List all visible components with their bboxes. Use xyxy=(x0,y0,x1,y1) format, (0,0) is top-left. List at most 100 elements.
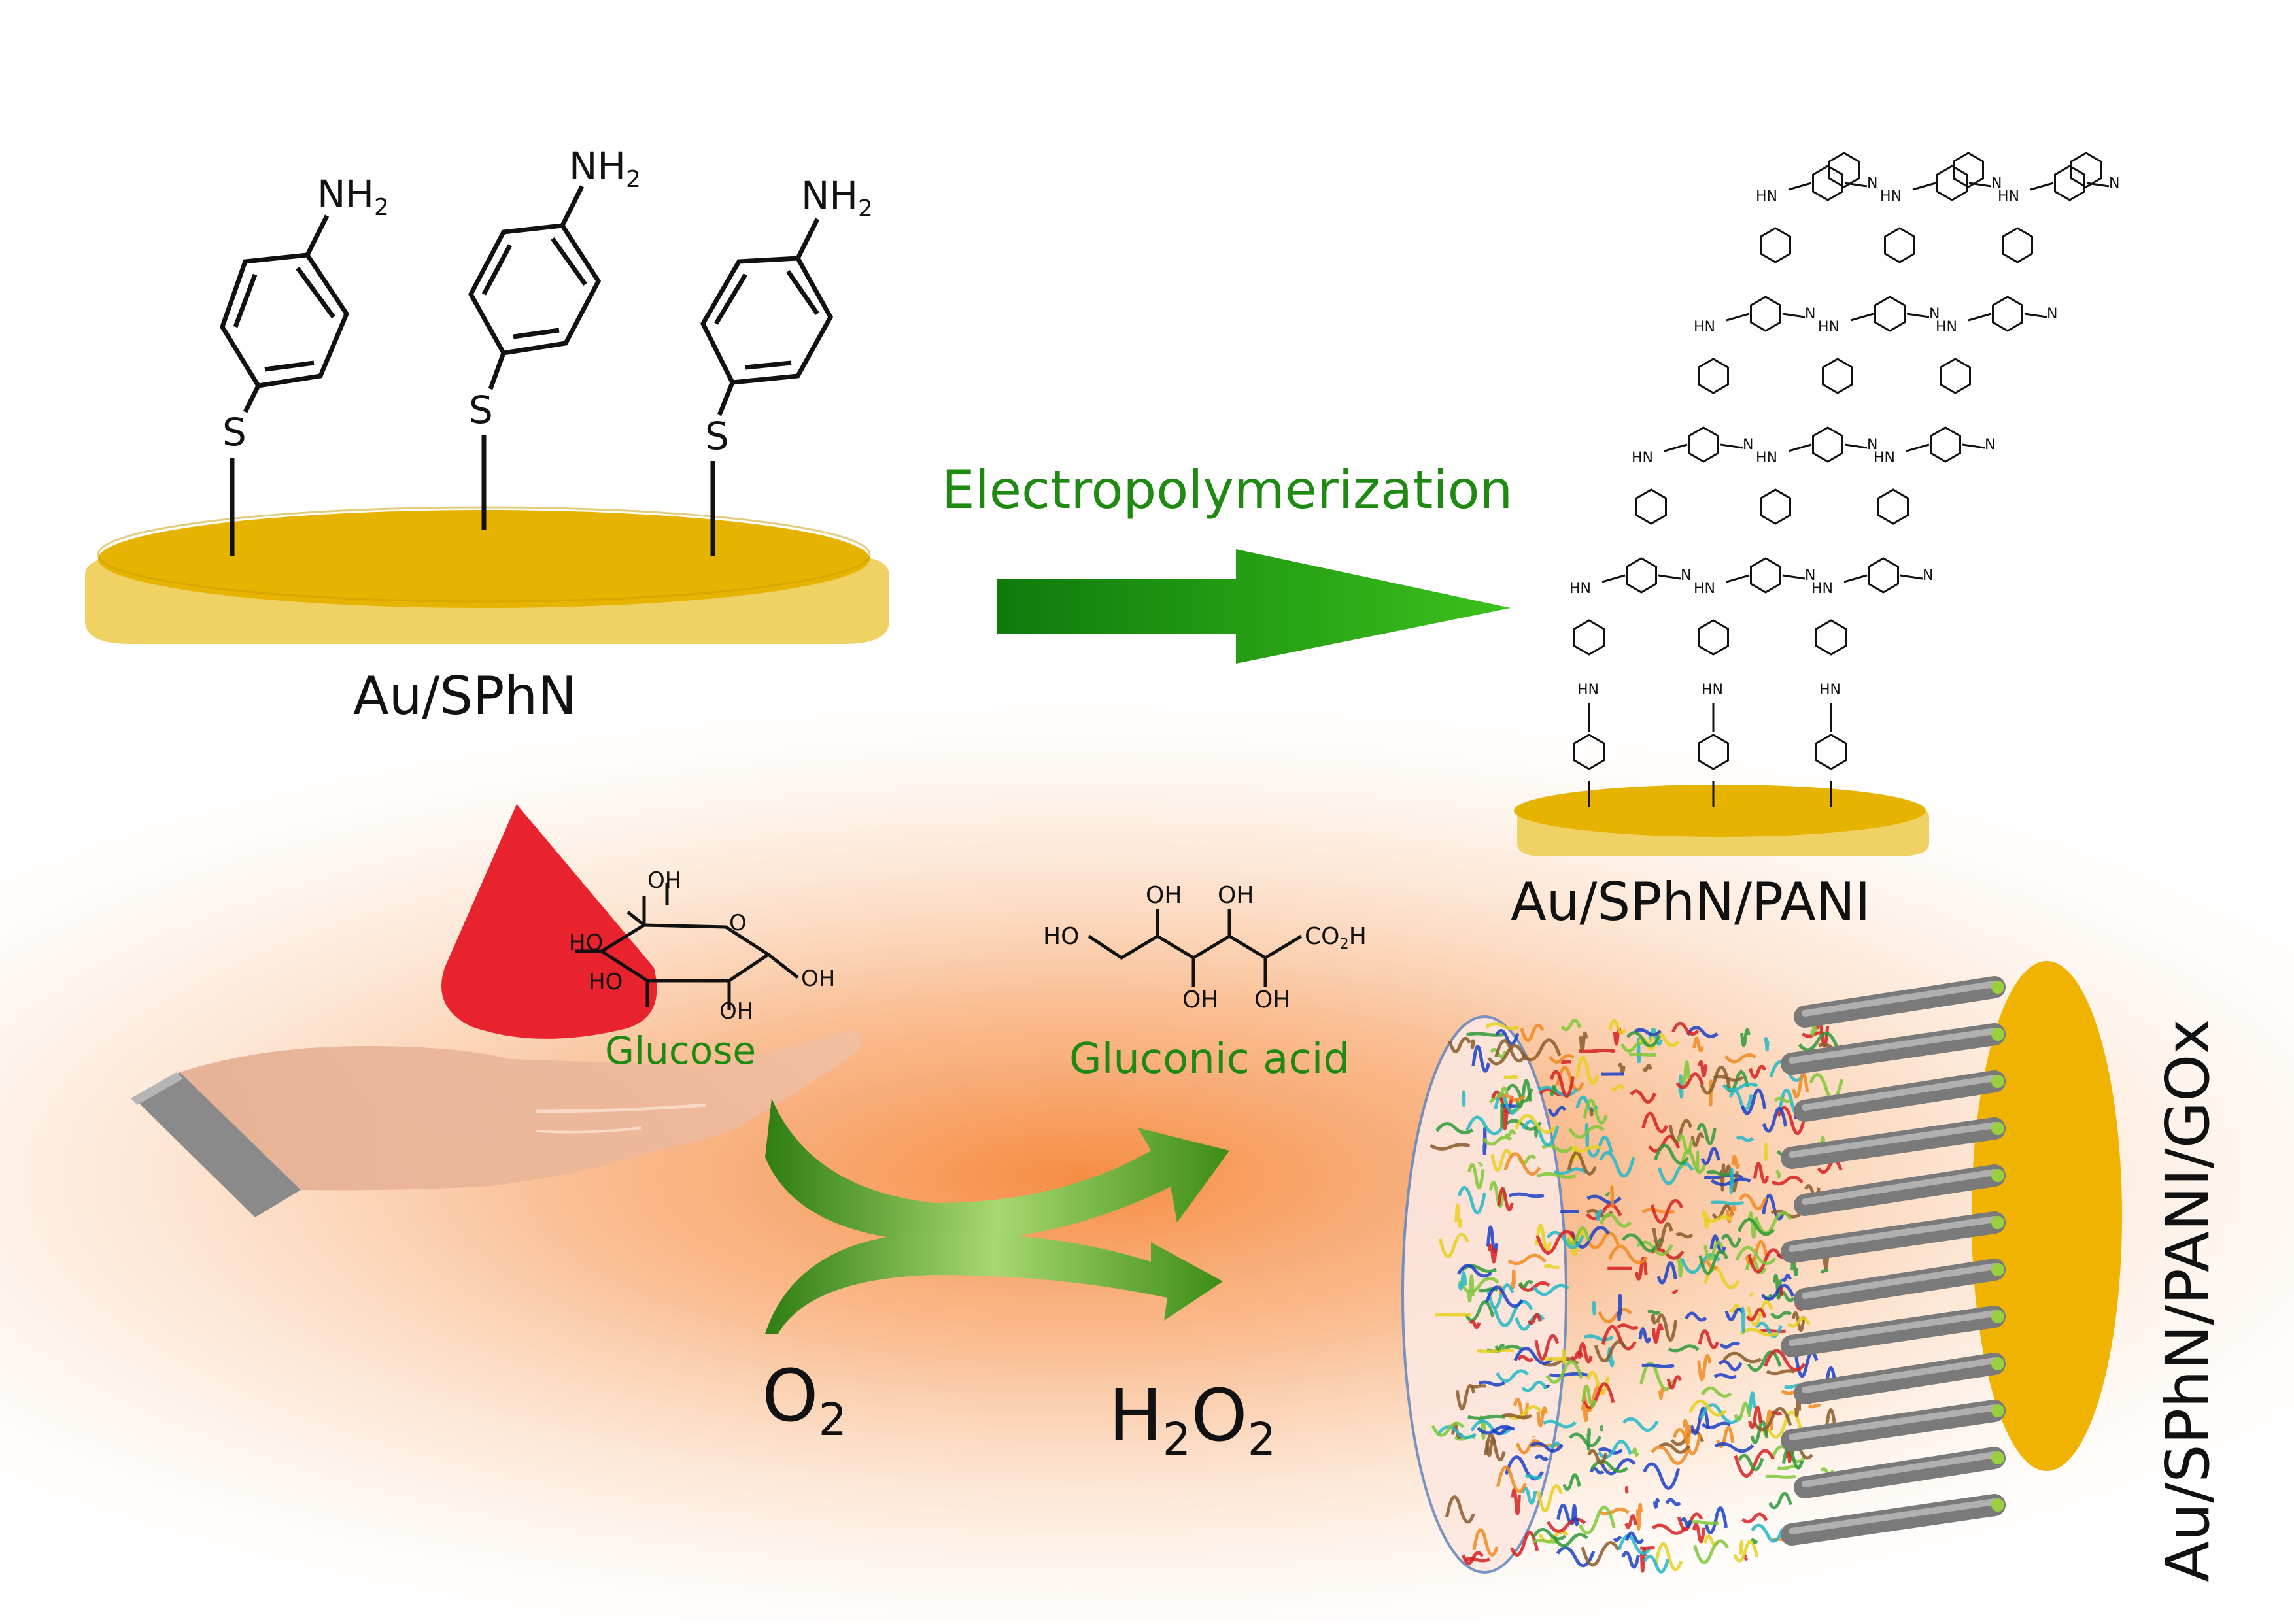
pani-ring xyxy=(1868,557,1899,594)
pani-atom-label: HN xyxy=(1818,319,1840,335)
pani-ring xyxy=(1822,358,1853,394)
pani-ring xyxy=(1573,619,1605,656)
pani-atom-label: HN xyxy=(1998,188,2019,205)
reaction-arrow-lower xyxy=(765,1232,1223,1334)
gox-electrode xyxy=(1401,961,2122,1574)
au-sphn-pani-gox-label: Au/SPhN/PANI/GOx xyxy=(2153,1019,2223,1582)
nh2-label-2: NH2 xyxy=(569,144,641,193)
pani-atom-label: HN xyxy=(1811,581,1833,597)
pani-ring xyxy=(1626,557,1657,594)
pani-ring xyxy=(1688,426,1719,463)
pani-ring xyxy=(1750,557,1781,594)
h2o2-sub1: 2 xyxy=(1162,1413,1191,1466)
glucose-ho-left: HO xyxy=(569,930,604,956)
pani-ring xyxy=(1884,227,1915,263)
pani-atom-label: HN xyxy=(1880,188,1902,205)
h2o2-label: H2O2 xyxy=(1108,1379,1276,1462)
pani-chains xyxy=(1573,152,2110,807)
pani-atom-label: HN xyxy=(1577,682,1599,698)
glucose-label: Glucose xyxy=(605,1028,757,1073)
pani-atom-label: N xyxy=(1867,175,1878,192)
pani-ring xyxy=(1698,619,1729,656)
pani-ring xyxy=(1760,488,1791,525)
pani-ring xyxy=(1940,358,1971,394)
au-sphn-pani-electrode xyxy=(1514,785,1929,856)
gluconic-oh-1: OH xyxy=(1146,882,1182,909)
pani-ring xyxy=(1698,734,1729,770)
o2-main: O xyxy=(762,1354,819,1438)
pani-atom-label: HN xyxy=(1694,319,1715,335)
pani-atom-label: HN xyxy=(1694,581,1715,597)
hand-illustration xyxy=(131,1030,862,1217)
pani-ring xyxy=(1815,619,1847,656)
gluconic-acid-label: Gluconic acid xyxy=(1069,1035,1350,1083)
pani-ring xyxy=(1573,734,1605,770)
gox-enzyme-cluster xyxy=(1429,1018,1844,1574)
pani-ring xyxy=(1828,152,1860,188)
au-sphn-electrode xyxy=(85,506,889,644)
pani-rods xyxy=(1781,976,2006,1546)
pani-ring xyxy=(1930,426,1961,463)
pani-ring xyxy=(1812,426,1843,463)
pani-atom-label: N xyxy=(1923,567,1934,584)
s-label-3: S xyxy=(705,414,729,458)
pani-ring xyxy=(1877,488,1909,525)
glucose-structure xyxy=(575,883,799,1010)
glucose-o-ring: O xyxy=(729,910,747,936)
s-label-2: S xyxy=(469,388,493,432)
reaction-arrow-upper xyxy=(765,1098,1229,1242)
pani-atom-label: N xyxy=(1991,175,2002,192)
pani-ring xyxy=(1953,152,1984,188)
o2-label: O2 xyxy=(762,1360,847,1442)
au-sphn-label: Au/SPhN xyxy=(353,666,577,726)
au-sphn-pani-gox-label-wrap: Au/SPhN/PANI/GOx xyxy=(2153,1019,2223,1582)
pani-atom-label: N xyxy=(1743,437,1754,453)
pani-ring xyxy=(1874,296,1906,332)
pani-atom-label: HN xyxy=(1632,450,1653,466)
pani-atom-label: HN xyxy=(1756,188,1777,205)
gluconic-oh-4: OH xyxy=(1254,987,1291,1013)
sphn-molecules xyxy=(220,185,834,556)
nh2-label-3: NH2 xyxy=(801,173,873,222)
pani-ring xyxy=(1812,165,1843,201)
gluconic-acid-structure xyxy=(1087,909,1303,987)
pani-atom-label: N xyxy=(1805,567,1816,584)
o2-sub: 2 xyxy=(818,1394,847,1446)
pani-atom-label: N xyxy=(1867,437,1878,453)
s-label-1: S xyxy=(222,410,247,454)
glucose-oh-top: OH xyxy=(647,868,682,894)
glucose-oh-bottom: OH xyxy=(719,998,754,1024)
pani-ring xyxy=(1992,296,2023,332)
pani-atom-label: HN xyxy=(1702,682,1723,698)
gluconic-oh-2: OH xyxy=(1218,882,1254,909)
pani-ring xyxy=(2002,227,2033,263)
pani-atom-label: HN xyxy=(1819,682,1841,698)
pani-atom-label: N xyxy=(1681,567,1692,584)
pani-atom-label: N xyxy=(2047,306,2058,322)
pani-ring xyxy=(1815,734,1847,770)
pani-atom-label: N xyxy=(1985,437,1996,453)
pani-ring xyxy=(2070,152,2102,188)
nh2-label-1: NH2 xyxy=(317,172,389,221)
h2o2-o: O xyxy=(1191,1374,1248,1457)
pani-atom-label: N xyxy=(1929,306,1940,322)
glucose-oh-right: OH xyxy=(801,966,836,992)
pani-ring xyxy=(1936,165,1968,201)
electropolymerization-label: Electropolymerization xyxy=(942,460,1513,520)
pani-atom-label: N xyxy=(2109,175,2120,192)
pani-atom-label: N xyxy=(1805,306,1816,322)
glucose-ho-mid: HO xyxy=(589,969,623,995)
pani-ring xyxy=(1760,227,1791,263)
gluconic-co2h: CO2H xyxy=(1305,923,1367,953)
h2o2-sub2: 2 xyxy=(1247,1413,1276,1466)
electropolymerization-arrow xyxy=(997,549,1511,664)
pani-atom-label: HN xyxy=(1936,319,1957,335)
pani-ring xyxy=(2054,165,2085,201)
gluconic-oh-3: OH xyxy=(1182,987,1219,1013)
pani-ring xyxy=(1698,358,1729,394)
gluconic-ho-left: HO xyxy=(1043,923,1080,950)
pani-atom-label: HN xyxy=(1569,581,1591,597)
pani-ring xyxy=(1750,296,1781,332)
pani-ring xyxy=(1635,488,1667,525)
au-sphn-pani-label: Au/SPhN/PANI xyxy=(1511,871,1871,932)
